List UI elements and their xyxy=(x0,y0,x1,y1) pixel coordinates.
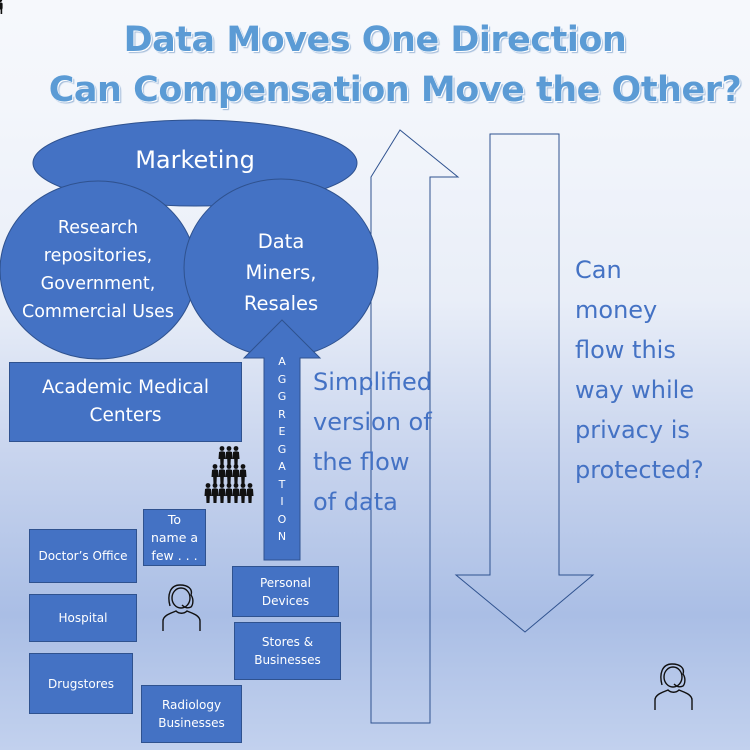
simplified-flow-text: Simplified version of the flow of data xyxy=(313,368,432,516)
aggregation-letter: O xyxy=(277,512,287,526)
to-name-a-few-box[interactable]: To name a few . . . xyxy=(143,509,206,566)
academic-medical-centers-box[interactable]: Academic Medical Centers xyxy=(9,362,242,442)
radiology-businesses-box[interactable]: Radiology Businesses xyxy=(141,685,242,743)
marketing-label: Marketing xyxy=(135,146,255,175)
money-flow-question-text: Can money flow this way while privacy is… xyxy=(575,256,704,484)
aggregation-letter: G xyxy=(277,390,287,403)
title-line-2: Can Compensation Move the Other? xyxy=(48,70,742,110)
person-icon-left xyxy=(162,584,201,631)
people-group-icon xyxy=(0,0,3,14)
aggregation-letter: G xyxy=(277,372,287,386)
aggregation-letter: E xyxy=(278,425,286,438)
title-line-1: Data Moves One Direction xyxy=(123,20,627,60)
money-flow-down-arrow xyxy=(454,133,595,633)
aggregation-letter: R xyxy=(278,407,286,421)
doctors-office-box[interactable]: Doctor’s Office xyxy=(29,529,137,583)
research-label: Research repositories, Government, Comme… xyxy=(21,218,175,322)
aggregation-letter: A xyxy=(278,355,286,368)
aggregation-letter: I xyxy=(280,495,284,508)
person-icon-right xyxy=(654,663,693,710)
data-flow-up-arrow xyxy=(370,129,460,724)
personal-devices-box[interactable]: Personal Devices xyxy=(232,566,339,617)
aggregation-arrow xyxy=(242,319,322,561)
aggregation-letter: T xyxy=(278,477,286,491)
data-miners-label: Data Miners, Resales xyxy=(243,230,319,315)
people-group-icon xyxy=(204,446,254,503)
drugstores-box[interactable]: Drugstores xyxy=(29,653,133,714)
aggregation-letter: A xyxy=(278,460,286,473)
aggregation-letter: N xyxy=(277,530,287,543)
stores-businesses-box[interactable]: Stores & Businesses xyxy=(234,622,341,680)
aggregation-letter: G xyxy=(277,442,287,456)
hospital-box[interactable]: Hospital xyxy=(29,594,137,642)
